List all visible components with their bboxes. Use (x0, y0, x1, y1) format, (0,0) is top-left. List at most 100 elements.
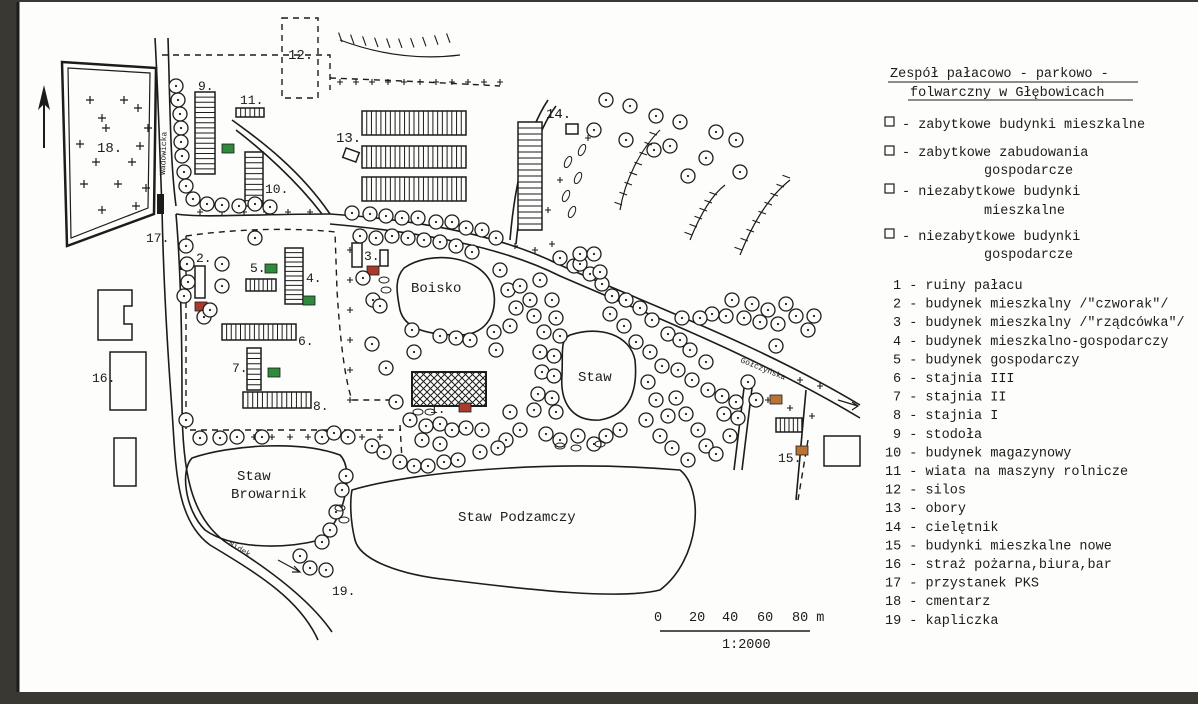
legend-item: 19 - kapliczka (885, 614, 998, 629)
legend-item: 8 - stajnia I (893, 409, 998, 424)
legend-item: 15 - budynki mieszkalne nowe (885, 539, 1112, 554)
plain-buildings (97, 123, 861, 487)
marker-orange (795, 445, 809, 456)
forest-edge-ticks (338, 32, 791, 251)
label-13: 13. (336, 131, 361, 147)
scale-tick-80: 80 m (792, 611, 824, 626)
legend-item: 7 - stajnia II (893, 391, 1006, 406)
legend-cat-3a: - niezabytkowe budynki (902, 185, 1080, 200)
colored-markers (194, 143, 809, 456)
label-4: 4. (306, 271, 322, 286)
legend-item: 18 - cmentarz (885, 595, 990, 610)
legend-cat-4b: gospodarcze (984, 248, 1073, 263)
building-16b (109, 351, 147, 411)
scale-tick-20: 20 (689, 611, 705, 626)
label-staw-podzamczy: Staw Podzamczy (458, 510, 576, 526)
legend: Zespół pałacowo - parkowo - folwarczny w… (884, 67, 1185, 629)
label-18: 18. (97, 141, 122, 157)
legend-green-symbol (884, 145, 895, 156)
label-10: 10. (265, 182, 288, 197)
legend-item: 2 - budynek mieszkalny /"czworak"/ (893, 298, 1168, 313)
marker-green (264, 263, 278, 274)
legend-item: 6 - stajnia III (893, 372, 1015, 387)
legend-item: 3 - budynek mieszkalny /"rządcówka"/ (893, 316, 1185, 331)
striped-building (775, 417, 803, 433)
palace-ruins (411, 371, 487, 407)
marker-green (302, 295, 316, 306)
label-8: 8. (313, 399, 329, 414)
scale-ratio: 1:2000 (722, 638, 771, 653)
legend-item: 12 - silos (885, 484, 966, 499)
legend-orange-symbol (884, 183, 895, 194)
striped-building (361, 176, 467, 202)
legend-cat-2b: gospodarcze (984, 164, 1073, 179)
legend-item: 4 - budynek mieszkalno-gospodarczy (893, 335, 1168, 350)
shrub (594, 440, 606, 448)
label-11: 11. (240, 93, 263, 108)
striped-building (221, 323, 297, 341)
legend-item: 5 - budynek gospodarczy (893, 353, 1079, 368)
legend-item: 17 - przystanek PKS (885, 577, 1039, 592)
road-arrow-icon (837, 399, 860, 411)
label-17: 17. (146, 231, 169, 246)
pond-staw (560, 330, 637, 421)
shrub (380, 286, 392, 294)
legend-black-symbol (884, 228, 895, 239)
shrub (570, 444, 582, 452)
label-19: 19. (332, 584, 355, 599)
marker-orange (769, 394, 783, 405)
legend-item: 11 - wiata na maszyny rolnicze (885, 465, 1128, 480)
label-2: 2. (196, 251, 212, 266)
label-5: 5. (250, 261, 266, 276)
legend-cat-4a: - niezabytkowe budynki (902, 230, 1080, 245)
building-16a (97, 289, 133, 341)
marker-red (366, 265, 380, 276)
label-15: 15. (778, 451, 801, 466)
striped-building (284, 247, 304, 305)
legend-title-line2: folwarczny w Głębowicach (910, 86, 1104, 101)
map-numbers: 1. 2. 3. 4. 5. 6. 7. 8. 9. 10. 11. 12. 1… (92, 48, 801, 599)
striped-building (246, 347, 262, 391)
shrub (567, 205, 577, 219)
legend-red-symbol (884, 116, 895, 127)
label-staw-browarnik-2: Browarnik (231, 487, 307, 503)
shrub (338, 516, 350, 524)
legend-cat-2a: - zabytkowe zabudowania (902, 146, 1088, 161)
legend-item: 14 - cielętnik (885, 521, 998, 536)
building-16c (113, 437, 137, 487)
label-staw-browarnik-1: Staw (237, 469, 271, 485)
scale-tick-60: 60 (757, 611, 773, 626)
legend-item: 1 - ruiny pałacu (893, 279, 1023, 294)
label-boisko: Boisko (411, 281, 461, 297)
label-6: 6. (298, 334, 314, 349)
road-label-left: Wadowicka (159, 131, 170, 175)
marker-red (458, 402, 472, 413)
legend-items: 1 - ruiny pałacu 2 - budynek mieszkalny /… (885, 279, 1185, 629)
striped-building (517, 121, 543, 231)
legend-item: 16 - straż pożarna,biura,bar (885, 558, 1112, 573)
label-1: 1. (430, 402, 446, 417)
label-16: 16. (92, 371, 115, 386)
shrub (561, 189, 571, 203)
scale-bar: 0 20 40 60 80 m 1:2000 (654, 611, 824, 653)
boundaries (162, 17, 809, 501)
legend-item: 10 - budynek magazynowy (885, 446, 1071, 461)
label-12: 12. (288, 48, 313, 64)
shrub (334, 504, 346, 512)
label-7: 7. (232, 361, 248, 376)
legend-cat-1: - zabytkowe budynki mieszkalne (902, 118, 1145, 133)
cemetery: 18. (60, 60, 158, 248)
marker-green (221, 143, 235, 154)
scale-tick-0: 0 (654, 611, 662, 626)
legend-item: 9 - stodoła (893, 428, 982, 443)
legend-title-line1: Zespół pałacowo - parkowo - (890, 67, 1109, 82)
striped-building (361, 145, 467, 169)
shrub (573, 171, 583, 185)
north-arrow-icon (38, 85, 50, 148)
shrub (563, 155, 573, 169)
shrub (412, 408, 424, 416)
shrub (554, 442, 566, 450)
legend-item: 13 - obory (885, 502, 966, 517)
pond-staw-podzamczy (349, 465, 697, 595)
